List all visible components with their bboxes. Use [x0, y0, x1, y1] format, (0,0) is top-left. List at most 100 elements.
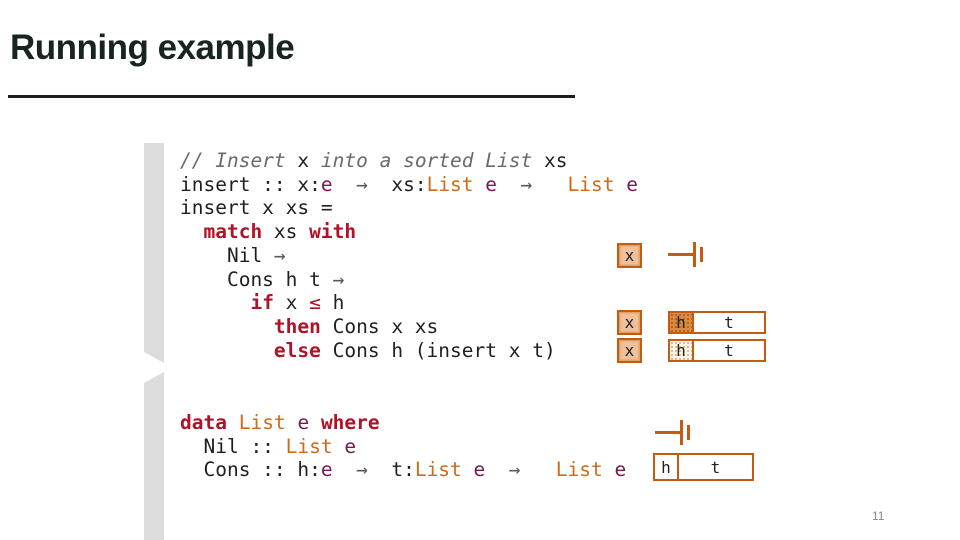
code-segment: → — [332, 172, 392, 196]
cons-head-cell: h — [670, 313, 694, 332]
code-segment: with — [309, 220, 357, 244]
code-segment: Cons x xs — [320, 314, 439, 338]
code-segment: → — [332, 267, 345, 291]
code-segment — [603, 458, 615, 481]
code-segment: → — [485, 458, 544, 482]
diagram-else-cons-cell: h t — [668, 339, 766, 362]
code-segment — [556, 173, 568, 196]
title-underline — [8, 95, 575, 98]
code-segment: → — [273, 243, 286, 267]
code-segment: e — [473, 458, 486, 482]
code-segment: where — [320, 411, 380, 434]
accent-bar-top — [144, 143, 164, 363]
diagram-data-cons-cell: h t — [653, 453, 754, 481]
code-segment: // Insert — [180, 149, 298, 172]
code-segment: x — [273, 291, 310, 315]
code-segment: match — [203, 220, 263, 244]
diagram-then-x-box: x — [617, 310, 642, 335]
code-line: Cons h t → — [180, 268, 638, 292]
code-segment: e — [320, 458, 333, 482]
nil-terminator-icon — [668, 242, 704, 267]
code-line: insert :: x:e → xs:List e → List e — [180, 173, 638, 197]
cons-head-cell: h — [670, 341, 694, 360]
diagram-then-cons-cell: h t — [668, 311, 766, 334]
cons-tail-cell: t — [694, 341, 764, 360]
code-segment: then — [273, 314, 321, 338]
cons-tail-cell: t — [679, 455, 752, 479]
code-segment — [462, 458, 474, 481]
x-box-label: x — [624, 313, 635, 332]
code-segment: List — [414, 458, 462, 482]
code-segment: h — [320, 291, 345, 315]
code-segment: e — [626, 172, 638, 196]
code-line: Cons :: h:e → t:List e → List e — [180, 458, 626, 482]
code-line: match xs with — [180, 220, 638, 244]
code-segment: insert :: x: — [180, 172, 321, 196]
code-segment: xs — [262, 220, 310, 244]
code-segment — [180, 339, 274, 362]
diagram-else-x-box: x — [617, 338, 642, 363]
x-box-label: x — [624, 246, 635, 265]
nil-bar-short — [700, 247, 703, 262]
code-segment: xs: — [391, 172, 427, 196]
code-segment: else — [273, 338, 321, 362]
code-segment — [309, 411, 321, 434]
code-line: insert x xs = — [180, 196, 638, 220]
code-segment: e — [297, 411, 310, 434]
page-number: 11 — [872, 509, 885, 523]
code-segment — [180, 220, 203, 243]
code-segment: → — [497, 172, 556, 196]
code-line: Nil :: List e — [180, 435, 626, 459]
code-segment: e — [320, 172, 333, 196]
code-block-data-list: data List e where Nil :: List e Cons :: … — [180, 411, 626, 482]
diagram-nil-x-box: x — [617, 243, 642, 268]
code-line: // Insert x into a sorted List xs — [180, 149, 638, 173]
code-segment: ≤ — [309, 291, 321, 315]
code-segment: into a sorted List — [309, 149, 544, 172]
slide-title: Running example — [10, 28, 295, 67]
code-segment: List — [285, 434, 333, 458]
x-box-label: x — [624, 341, 635, 360]
code-segment: if — [250, 291, 274, 315]
nil-wire — [655, 431, 682, 434]
code-segment: insert x xs = — [180, 196, 333, 220]
code-segment: Nil — [180, 243, 274, 267]
nil-terminator-icon — [655, 420, 691, 445]
code-segment: x — [297, 149, 310, 172]
code-segment: List — [238, 411, 286, 434]
code-segment: data — [180, 411, 227, 434]
code-segment — [333, 435, 345, 458]
nil-bar-tall — [693, 242, 696, 267]
code-segment — [474, 173, 486, 196]
code-segment — [614, 173, 626, 196]
code-segment: List — [426, 172, 474, 196]
code-segment: Cons :: h: — [180, 458, 321, 482]
code-line: data List e where — [180, 411, 626, 435]
code-segment: e — [344, 434, 357, 458]
code-segment — [286, 411, 298, 434]
code-segment: List — [567, 172, 615, 196]
code-segment — [227, 411, 239, 434]
code-segment: e — [485, 172, 498, 196]
nil-bar-short — [687, 425, 690, 440]
cons-head-cell: h — [655, 455, 679, 479]
code-line: then Cons x xs — [180, 315, 638, 339]
code-segment — [544, 458, 556, 481]
code-segment: Nil :: — [180, 434, 286, 458]
code-segment: → — [332, 458, 392, 482]
code-segment: e — [614, 458, 627, 482]
code-segment — [180, 291, 250, 314]
code-segment — [180, 315, 274, 338]
code-line: else Cons h (insert x t) — [180, 339, 638, 363]
code-segment: Cons h t — [180, 267, 333, 291]
code-line: if x ≤ h — [180, 291, 638, 315]
code-segment: List — [555, 458, 603, 482]
code-segment: Cons h (insert x t) — [320, 338, 556, 362]
nil-wire — [668, 253, 695, 256]
code-segment: xs — [543, 149, 568, 172]
accent-bar-bottom — [144, 372, 164, 540]
code-line: Nil → — [180, 244, 638, 268]
nil-bar-tall — [680, 420, 683, 445]
